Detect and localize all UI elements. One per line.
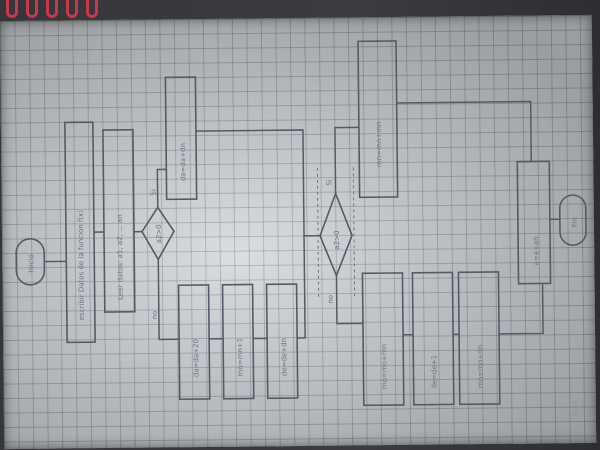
- process-text-no-1a: da=da+20: [192, 339, 200, 377]
- start-text: Inicio: [27, 254, 35, 273]
- process-text-yes-2: mn=mn+mn: [375, 122, 383, 168]
- connector-no-2-final: [499, 283, 544, 335]
- process-text-no-1b: mn=mn+1: [236, 338, 244, 377]
- graph-paper-sheet: Inicio escribir Datos de la funcion f(x)…: [0, 14, 597, 450]
- page-mark: fiona: [571, 401, 579, 416]
- output-text-1: escribir Datos de la funcion f(x): [77, 210, 86, 321]
- start-node: Inicio: [15, 238, 46, 286]
- dashed-guide-left: [316, 167, 320, 300]
- process-text-no-2b: de=de+1: [430, 355, 438, 389]
- end-oval: [558, 194, 587, 246]
- process-text-final: a=a+an: [532, 236, 540, 265]
- decision-diamond-1: [141, 206, 175, 262]
- decision-text-2: a2>0: [333, 230, 341, 249]
- decision-yes-label-2: Si: [325, 179, 333, 186]
- process-text-no-2a: mo=mo+mn: [380, 344, 388, 389]
- input-text-2: Leer datos: a1, a2, ... an: [116, 214, 125, 300]
- spiral-ring: [86, 0, 98, 18]
- process-text-yes-1: da=da+dn: [179, 143, 187, 181]
- decision-diamond-2: [319, 191, 353, 278]
- connector-yes-2-final: [396, 100, 533, 162]
- spiral-ring: [6, 0, 18, 18]
- decision-yes-label-1: Si: [150, 189, 158, 196]
- process-box-no-1b: [221, 283, 255, 400]
- decision-text-1: a2>0: [155, 224, 163, 243]
- flowchart: Inicio escribir Datos de la funcion f(x)…: [15, 40, 587, 407]
- decision-node-2: a2>0 Si no: [316, 167, 356, 304]
- process-box-final: [516, 160, 552, 285]
- connector-yes-merge-1: [195, 129, 306, 330]
- decision-no-label-2: no: [327, 295, 335, 304]
- process-box-no-2c: [457, 271, 501, 406]
- process-text-no-1c: de=de+dn: [280, 338, 288, 376]
- process-box-yes-2: [357, 40, 399, 199]
- spiral-ring: [66, 0, 78, 18]
- process-box-no-2a: [361, 272, 405, 407]
- input-node-2: Leer datos: a1, a2, ... an: [102, 128, 136, 313]
- process-box-no-1c: [265, 283, 299, 400]
- connector-no-1-merge: [297, 329, 306, 339]
- process-yes-2: mn=mn+mn: [357, 40, 399, 199]
- process-box-no-2b: [411, 271, 455, 406]
- process-no-1a: da=da+20: [177, 284, 211, 401]
- process-no-1c: de=de+dn: [265, 283, 299, 400]
- output-node-1: escribir Datos de la funcion f(x): [64, 121, 96, 344]
- connector-no-branch-1: [157, 259, 180, 341]
- decision-node-1: a2>0 Si no: [141, 189, 175, 320]
- process-no-2b: de=de+1: [411, 271, 455, 406]
- process-no-2a: mo=mo+mn: [361, 272, 405, 407]
- process-final: a=a+an: [516, 160, 552, 285]
- decision-no-label-1: no: [151, 311, 159, 320]
- process-box-yes-1: [164, 76, 198, 201]
- end-node: Fin: [558, 194, 587, 246]
- connector-yes-branch-1: [156, 168, 167, 208]
- spiral-ring: [26, 0, 38, 18]
- process-no-1b: mn=mn+1: [221, 283, 255, 400]
- input-box-2: [102, 128, 136, 313]
- process-box-no-1a: [177, 284, 211, 401]
- process-text-no-2c: mn=mn+dn: [476, 345, 484, 388]
- process-no-2c: mn=mn+dn: [457, 271, 501, 406]
- connector-yes-branch-2: [334, 126, 359, 194]
- spiral-ring: [46, 0, 58, 18]
- end-text: Fin: [571, 217, 579, 227]
- connector-no-branch-2: [335, 275, 363, 325]
- dashed-guide-right: [352, 167, 356, 300]
- notebook-spiral: [0, 0, 600, 24]
- process-yes-1: da=da+dn: [164, 76, 198, 201]
